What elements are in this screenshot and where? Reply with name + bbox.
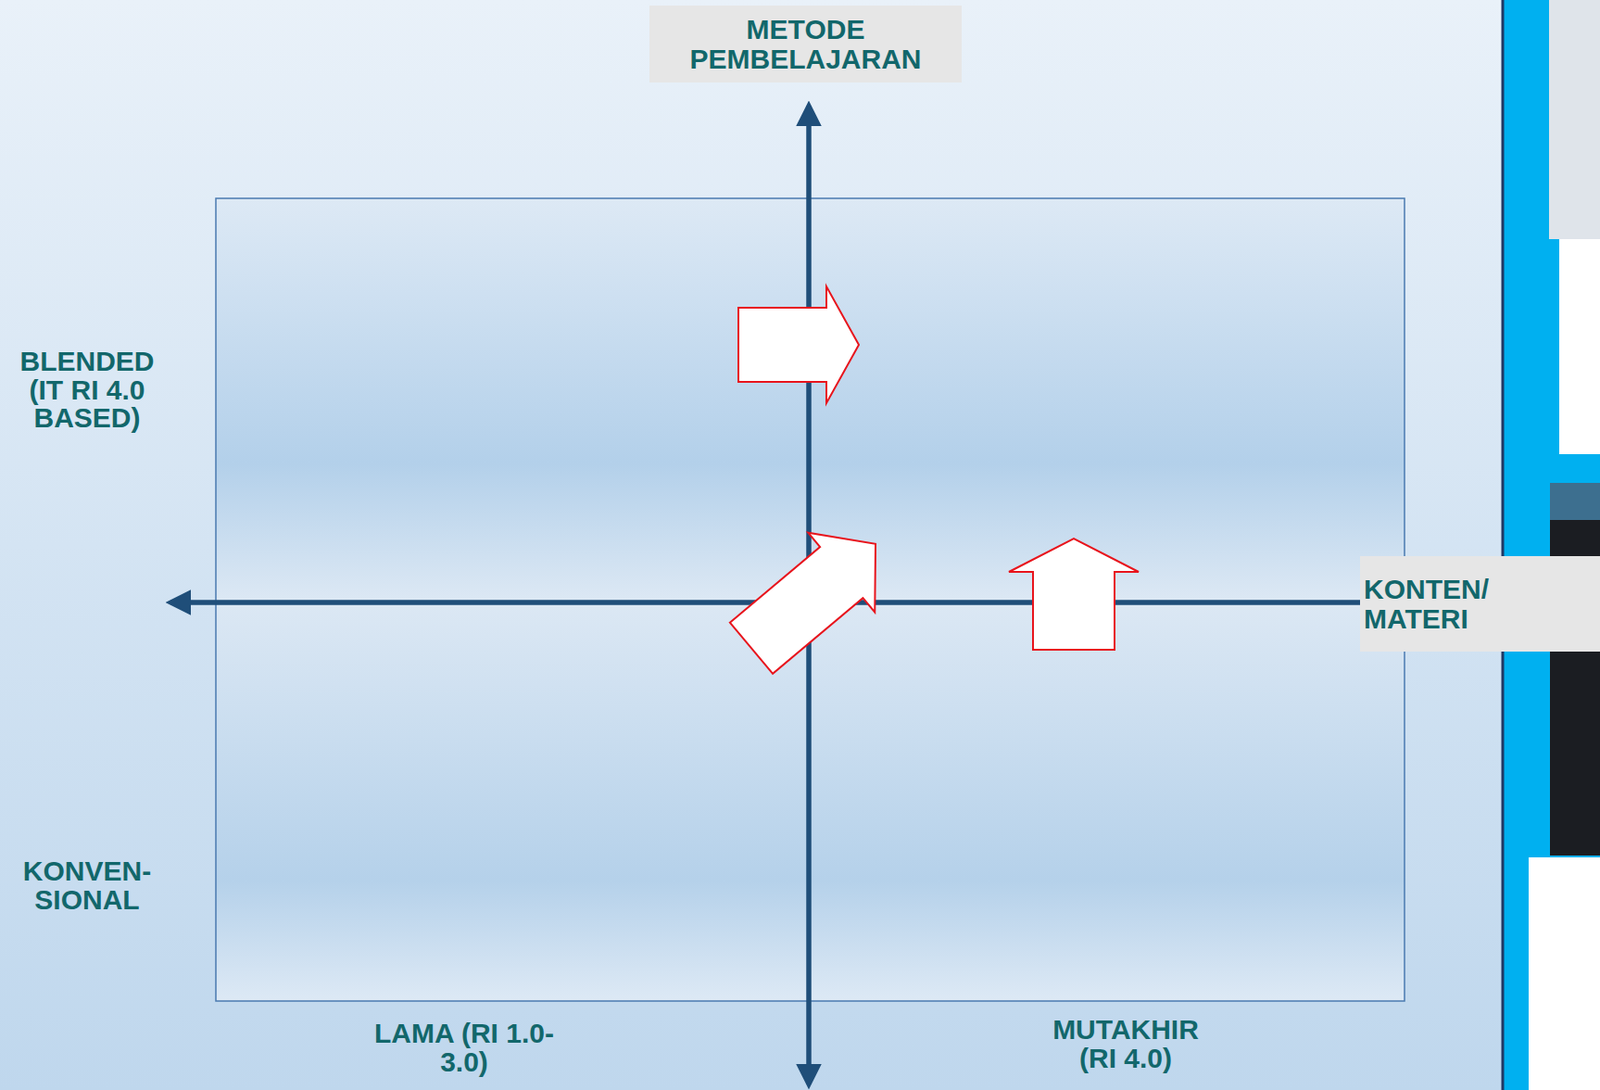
direction-arrow bbox=[738, 286, 859, 404]
axis-title-box: METODE PEMBELAJARAN bbox=[649, 5, 962, 83]
photo bbox=[1549, 482, 1600, 520]
photo bbox=[1549, 482, 1600, 856]
axis-title: METODE PEMBELAJARAN bbox=[658, 14, 953, 74]
direction-arrow bbox=[718, 503, 909, 688]
photo bbox=[1549, 0, 1600, 240]
side-panel bbox=[1502, 0, 1600, 1090]
axis-label: KONVEN- SIONAL bbox=[12, 856, 162, 914]
axis-title: KONTEN/ MATERI bbox=[1363, 574, 1597, 633]
page-ground bbox=[0, 0, 1503, 1090]
photo-card bbox=[1528, 856, 1600, 1090]
axis-label: BLENDED (IT RI 4.0 BASED) bbox=[12, 347, 162, 433]
axis-label: LAMA (RI 1.0-3.0) bbox=[371, 1019, 557, 1076]
panel-divider bbox=[1501, 0, 1505, 1090]
direction-arrow bbox=[1008, 538, 1139, 650]
axis-title-box: KONTEN/ MATERI bbox=[1360, 555, 1600, 652]
axis-label: MUTAKHIR (RI 4.0) bbox=[1033, 1015, 1219, 1072]
